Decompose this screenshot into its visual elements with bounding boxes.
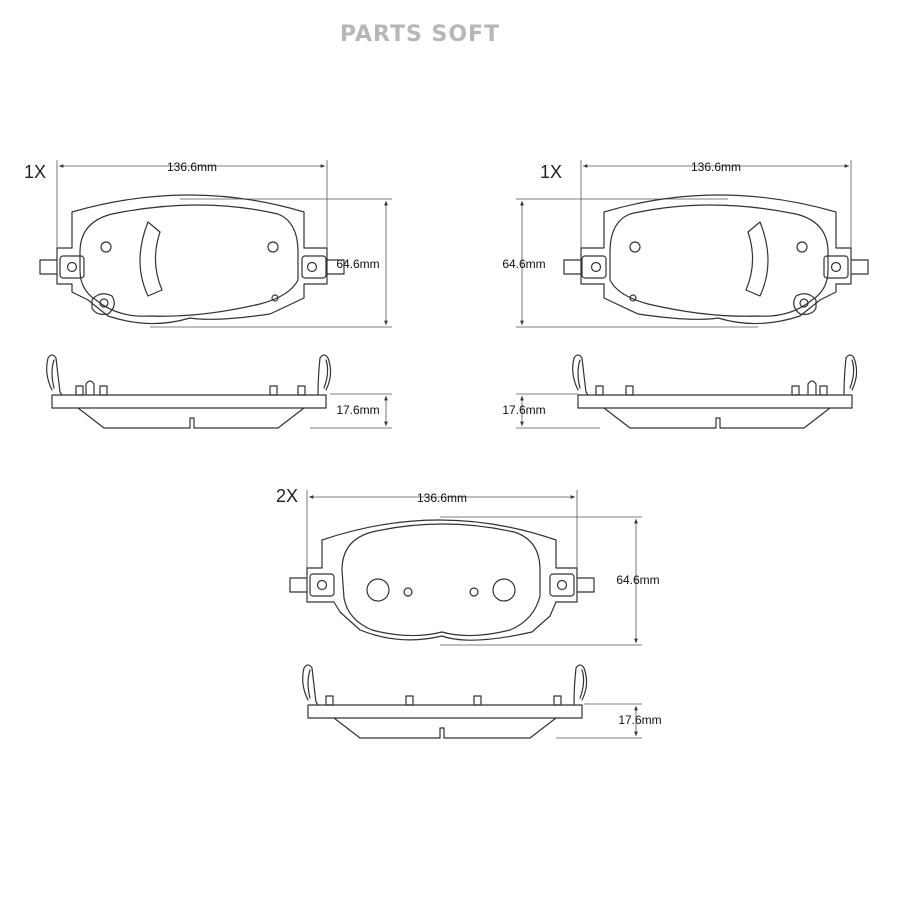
brand-watermark: PARTS SOFT <box>340 22 500 47</box>
pad-3-thickness-label: 17.6mm <box>618 713 661 727</box>
pad-1-side-view: 17.6mm <box>46 354 392 429</box>
pad-2-height-label: 64.6mm <box>502 257 545 271</box>
pad-2-width-label: 136.6mm <box>691 160 741 174</box>
pad-1-quantity: 1X <box>24 162 46 182</box>
pad-3-front-view <box>289 519 595 641</box>
pad-3-width-label: 136.6mm <box>417 491 467 505</box>
pad-3-group: 2X 136.6mm 64.6mm <box>276 486 662 739</box>
pad-1-height-label: 64.6mm <box>336 257 379 271</box>
pad-2-front-view <box>563 194 869 325</box>
pad-2-group: 1X 136.6mm 64.6mm <box>502 160 869 429</box>
pad-2-side-view <box>572 354 858 429</box>
pad-3-quantity: 2X <box>276 486 298 506</box>
pad-1-thickness-label: 17.6mm <box>336 403 379 417</box>
pad-1-front-view <box>39 194 345 325</box>
pad-1-group: 1X 136.6mm 64.6mm <box>24 160 392 429</box>
pad-1-width-label: 136.6mm <box>167 160 217 174</box>
pad-2-thickness-label: 17.6mm <box>502 403 545 417</box>
pad-2-quantity: 1X <box>540 162 562 182</box>
pad-3-height-label: 64.6mm <box>616 573 659 587</box>
pad-3-side-view <box>302 664 588 739</box>
